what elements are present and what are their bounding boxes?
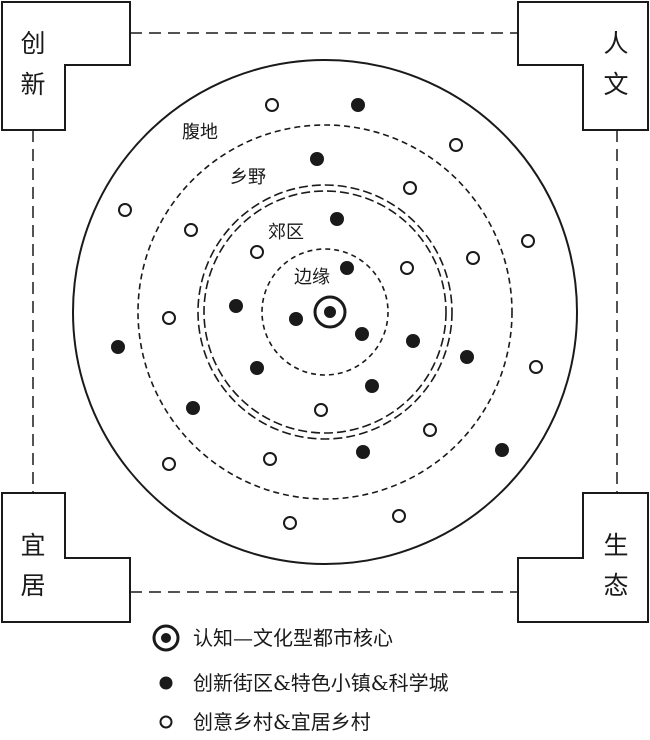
filled-dot <box>460 350 474 364</box>
dashed-frame <box>32 32 618 593</box>
hollow-dot <box>283 516 297 530</box>
hollow-dot <box>521 234 535 248</box>
filled-dot <box>355 327 369 341</box>
corner-char-1: 人 <box>603 29 628 58</box>
legend-label-core: 认知—文化型都市核心 <box>193 626 393 650</box>
ring-3-outer-line <box>197 184 453 440</box>
corner-char-1: 宜 <box>20 531 45 560</box>
filled-dot <box>250 361 264 375</box>
filled-dots <box>111 98 509 459</box>
corner-bottom-left: 宜 居 <box>1 492 131 623</box>
corner-char-2: 居 <box>20 571 45 600</box>
hollow-dot <box>162 311 176 325</box>
ring-label-3: 郊区 <box>268 222 304 243</box>
corner-top-right: 人 文 <box>517 1 649 131</box>
filled-dot <box>186 401 200 415</box>
filled-dot <box>310 152 324 166</box>
legend-item-core: 认知—文化型都市核心 <box>152 624 393 652</box>
legend-filled-dot <box>159 676 173 690</box>
legend-label-hollow: 创意乡村&宜居乡村 <box>193 710 371 734</box>
hollow-dot <box>529 360 543 374</box>
corner-char-1: 生 <box>603 531 628 560</box>
hollow-dot <box>265 98 279 112</box>
corner-box <box>1 492 131 623</box>
hollow-dot <box>400 261 414 275</box>
hollow-dot <box>449 138 463 152</box>
hollow-dot <box>118 203 132 217</box>
ring-2 <box>137 124 513 500</box>
ring-3-inner-line <box>203 190 447 434</box>
core-dot <box>324 306 336 318</box>
corner-box <box>517 1 649 131</box>
legend-item-filled: 创新街区&特色小镇&科学城 <box>159 671 449 695</box>
filled-dot <box>356 445 370 459</box>
corner-char-1: 创 <box>20 29 45 58</box>
legend: 认知—文化型都市核心 创新街区&特色小镇&科学城 创意乡村&宜居乡村 <box>152 624 449 734</box>
corner-char-2: 新 <box>20 70 45 99</box>
corner-bottom-right: 生 态 <box>517 492 649 623</box>
legend-label-filled: 创新街区&特色小镇&科学城 <box>193 671 449 695</box>
hollow-dot <box>403 181 417 195</box>
legend-core-dot <box>161 633 171 643</box>
hollow-dot <box>184 223 198 237</box>
hollow-dot <box>392 509 406 523</box>
rings <box>72 59 578 565</box>
filled-dot <box>340 261 354 275</box>
filled-dot <box>229 299 243 313</box>
ring-outer <box>72 59 578 565</box>
legend-hollow-dot <box>159 715 173 729</box>
filled-dot <box>330 212 344 226</box>
legend-item-hollow: 创意乡村&宜居乡村 <box>159 710 371 734</box>
ring-label-2: 乡野 <box>230 167 266 188</box>
corner-top-left: 创 新 <box>1 1 131 131</box>
corner-box <box>517 492 649 623</box>
hollow-dot <box>314 403 328 417</box>
core-marker <box>313 295 347 329</box>
corner-char-2: 文 <box>603 70 628 99</box>
filled-dot <box>111 340 125 354</box>
hollow-dot <box>466 251 480 265</box>
hollow-dot <box>423 423 437 437</box>
corner-char-2: 态 <box>603 571 628 600</box>
ring-label-inner: 边缘 <box>294 267 330 288</box>
filled-dot <box>351 98 365 112</box>
hollow-dot <box>162 457 176 471</box>
ring-label-outer: 腹地 <box>182 122 218 143</box>
corner-box <box>1 1 131 131</box>
ring-inner <box>261 248 389 376</box>
filled-dot <box>365 379 379 393</box>
filled-dot <box>289 312 303 326</box>
hollow-dot <box>250 245 264 259</box>
hollow-dots <box>118 98 543 530</box>
hollow-dot <box>263 452 277 466</box>
filled-dot <box>495 443 509 457</box>
filled-dot <box>406 334 420 348</box>
